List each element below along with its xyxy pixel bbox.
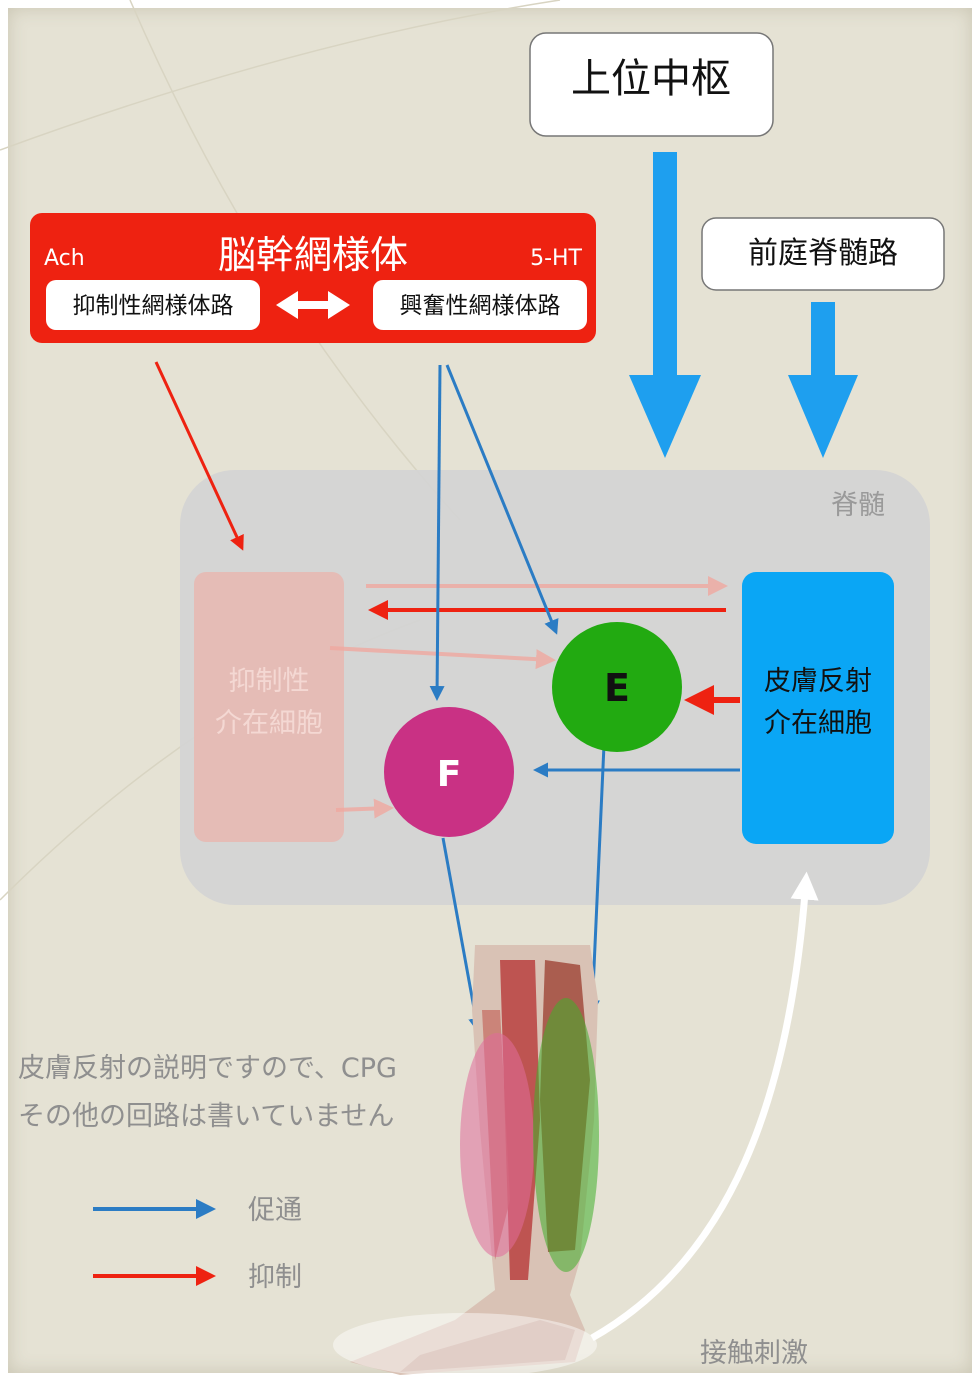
double-arrow-icon xyxy=(276,291,350,319)
afferent-arrow xyxy=(590,871,819,1342)
upper-center-label: 上位中枢 xyxy=(571,56,731,102)
legend: 促通 抑制 xyxy=(93,1195,302,1293)
ach-tag: Ach xyxy=(44,246,85,271)
extensor-muscle xyxy=(533,998,599,1272)
legend-inhibition-label: 抑制 xyxy=(248,1262,302,1293)
stimulus-area xyxy=(333,1313,597,1377)
brainstem-title: 脳幹網様体 xyxy=(218,233,408,277)
spinal-cord-label: 脊髄 xyxy=(831,490,885,521)
serotonin-tag: 5-HT xyxy=(530,246,582,271)
inhibitory-interneuron-line1: 抑制性 xyxy=(229,666,310,697)
facilitation-arrows xyxy=(429,364,740,1033)
stimulus-label: 接触刺激 xyxy=(700,1338,808,1369)
excitatory-tract-label: 興奮性網様体路 xyxy=(400,293,561,319)
flexor-neuron xyxy=(384,707,514,837)
upper-center-arrow xyxy=(629,152,701,458)
excitatory-tract-box xyxy=(373,280,587,330)
inhibitory-interneuron-line2: 介在細胞 xyxy=(215,708,323,739)
cutaneous-interneuron-line2: 介在細胞 xyxy=(764,708,872,739)
cutaneous-interneuron-box xyxy=(742,572,894,844)
inhibitory-arrows xyxy=(154,361,740,715)
vestibulospinal-box xyxy=(701,217,945,291)
note-line2: その他の回路は書いていません xyxy=(18,1101,394,1132)
extensor-neuron xyxy=(552,622,682,752)
note-line1: 皮膚反射の説明ですので、CPG xyxy=(18,1053,397,1084)
vestibulospinal-arrow xyxy=(788,302,858,458)
vestibulospinal-label: 前庭脊髄路 xyxy=(748,236,898,271)
upper-center-box xyxy=(529,32,774,137)
inhibitory-tract-label: 抑制性網様体路 xyxy=(73,293,234,319)
leg-illustration xyxy=(333,945,599,1377)
legend-facilitation-label: 促通 xyxy=(248,1195,302,1226)
inhibitory-interneuron-box xyxy=(194,572,344,842)
extensor-label: E xyxy=(604,666,630,710)
cutaneous-interneuron-line1: 皮膚反射 xyxy=(764,666,872,697)
flexor-label: F xyxy=(437,754,462,795)
faded-inhibitory-arrows xyxy=(329,576,728,819)
flexor-muscle xyxy=(460,1033,534,1257)
inhibitory-tract-box xyxy=(46,280,260,330)
